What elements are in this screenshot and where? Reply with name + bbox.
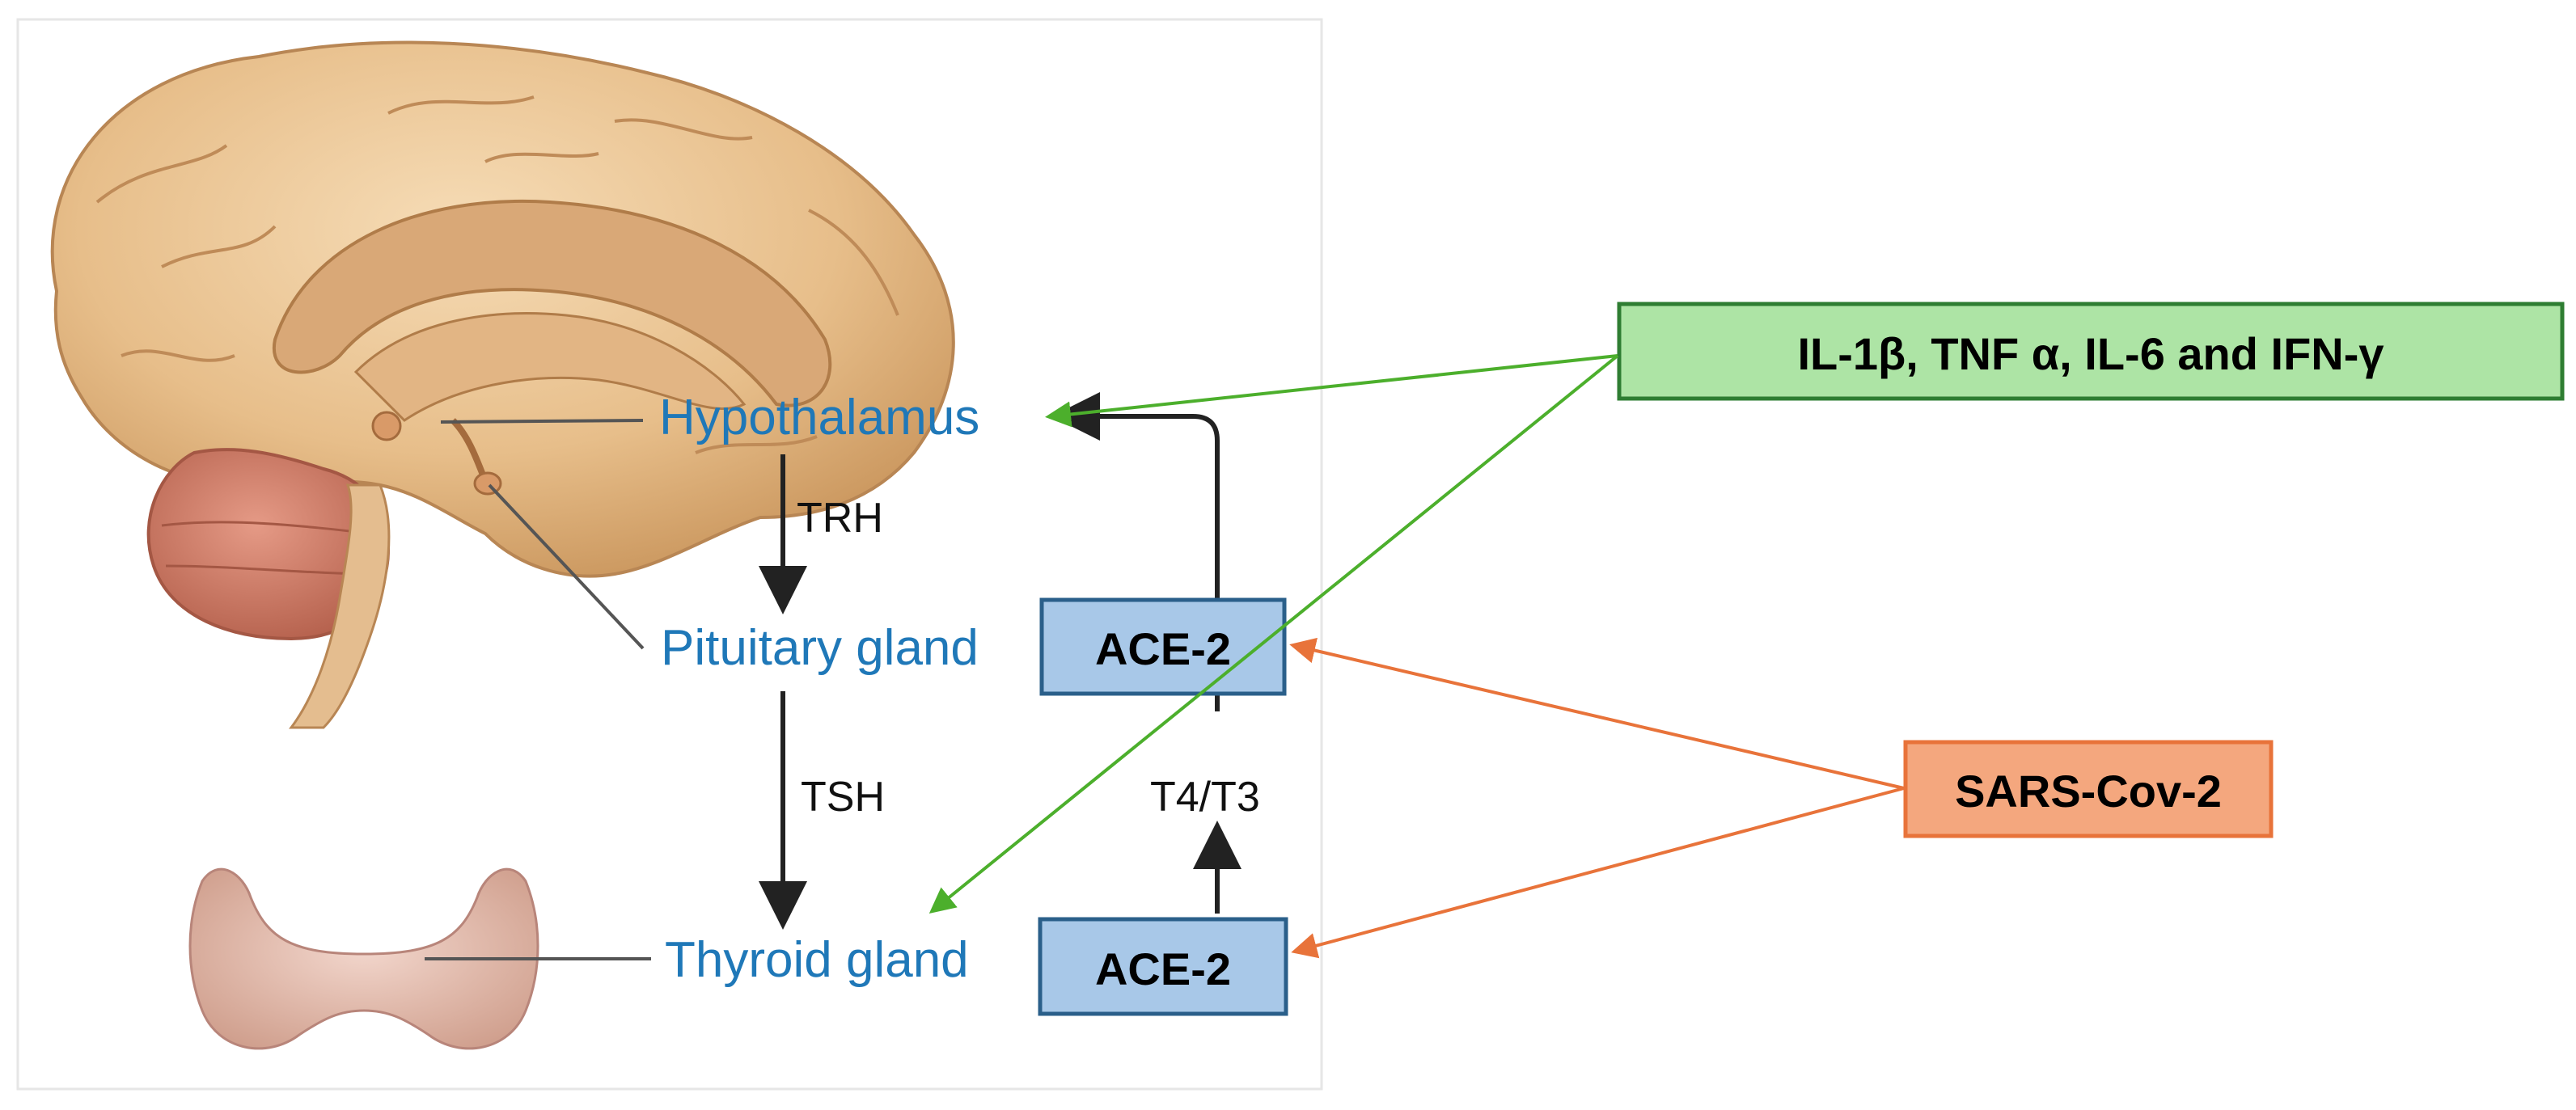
hypothalamus-leader-line bbox=[440, 419, 644, 424]
sars-cov-2-box bbox=[1903, 740, 2274, 838]
cytokine-label: IL-1β, TNF α, IL-6 and IFN-γ bbox=[1797, 328, 2384, 379]
cytokine-to-hypothalamus-arrow bbox=[1045, 354, 1618, 428]
tsh-label: TSH bbox=[801, 774, 885, 821]
ace2-pituitary-box bbox=[1039, 597, 1287, 696]
hypothalamus-label: Hypothalamus bbox=[659, 390, 979, 445]
cytokine-to-thyroid-arrow bbox=[928, 354, 1619, 914]
ace2-thyroid-label: ACE-2 bbox=[1095, 943, 1231, 994]
pituitary-label: Pituitary gland bbox=[661, 620, 979, 676]
thyroid-illustration bbox=[188, 867, 539, 1050]
brain-illustration bbox=[50, 40, 955, 729]
t4t3-label: T4/T3 bbox=[1150, 774, 1260, 821]
trh-label: TRH bbox=[797, 495, 883, 542]
virus-to-thyroid-ace2-arrow bbox=[1291, 787, 1905, 959]
ace2-thyroid-box bbox=[1038, 917, 1288, 1016]
cytokine-box bbox=[1617, 302, 2565, 401]
pituitary-leader-line bbox=[488, 483, 645, 650]
sars-cov-2-label: SARS-Cov-2 bbox=[1955, 766, 2222, 817]
ace2-pituitary-label: ACE-2 bbox=[1095, 623, 1231, 674]
thyroid-label: Thyroid gland bbox=[665, 932, 969, 988]
virus-to-pituitary-ace2-arrow bbox=[1289, 637, 1905, 790]
feedback-arrow bbox=[1051, 392, 1220, 598]
